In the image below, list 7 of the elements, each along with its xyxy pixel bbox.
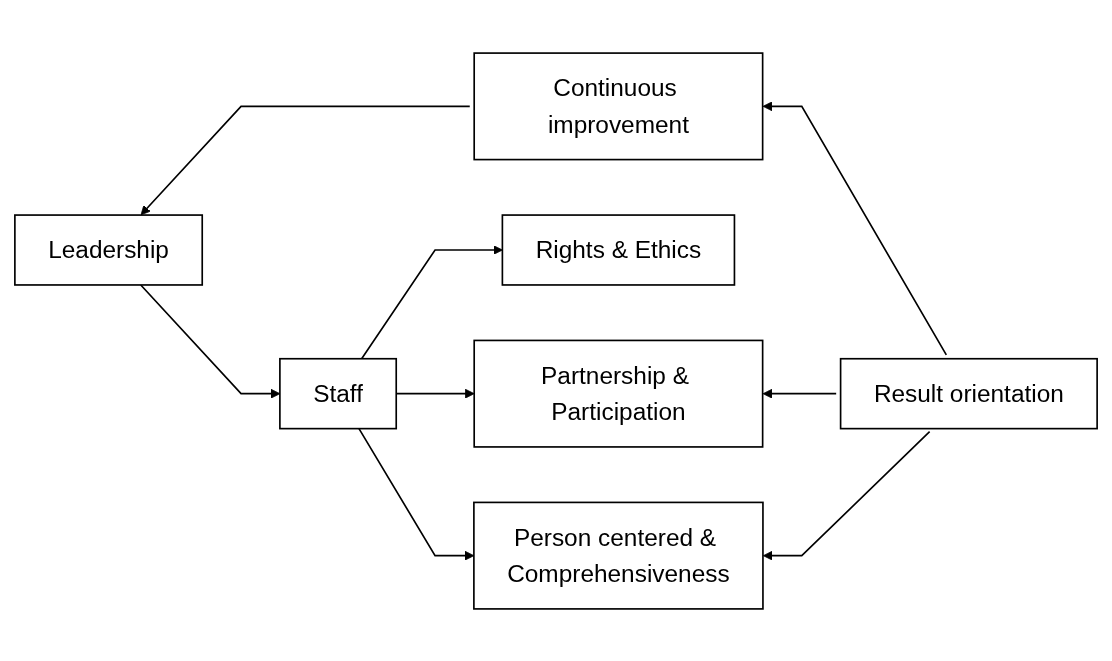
process-box: Rights & Ethics: [501, 213, 736, 286]
process-box: Person centered & Comprehensiveness: [473, 501, 764, 610]
process-box: Partnership & Participation: [473, 339, 764, 448]
process-box: Leadership: [14, 213, 204, 286]
process-box: Staff: [279, 357, 398, 429]
process-box: Continuous improvement: [473, 51, 764, 160]
process-box: Result orientation: [839, 357, 1098, 429]
